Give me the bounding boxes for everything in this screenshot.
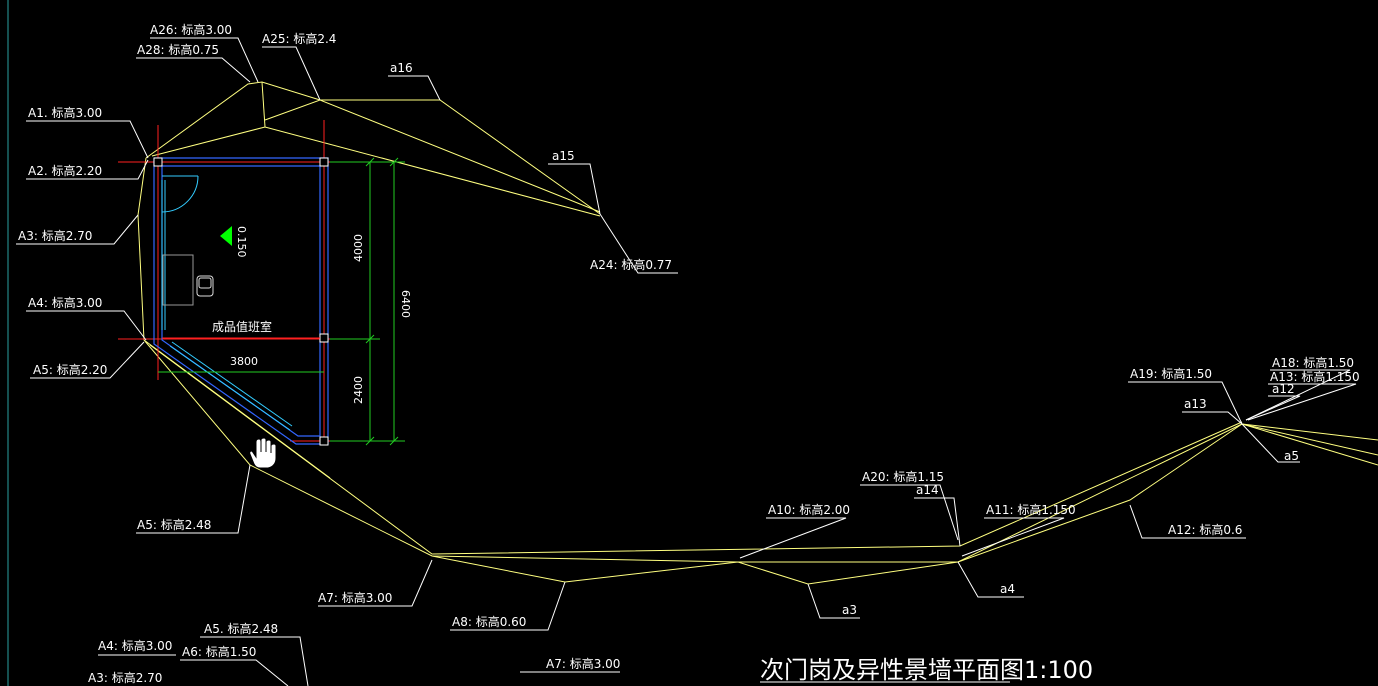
label-a4-small[interactable]: a4 (1000, 582, 1015, 596)
label-a3-lower[interactable]: A3: 标高2.70 (88, 670, 162, 685)
label-a4[interactable]: A4: 标高3.00 (28, 295, 102, 310)
wall-left (137, 157, 147, 341)
door-and-glazing (161, 175, 293, 431)
wall-top-mid (151, 126, 601, 217)
wall-bottom-lower (431, 555, 959, 585)
elevation-labels: A26: 标高3.00 A28: 标高0.75 A25: 标高2.4 a16 A… (18, 22, 1360, 685)
elevation-marker-icon (220, 226, 232, 246)
wall-right-tail-2 (1241, 423, 1378, 466)
label-a5-lower[interactable]: A5. 标高2.48 (204, 621, 278, 636)
label-a4-lower[interactable]: A4: 标高3.00 (98, 638, 172, 653)
label-a5-bottom[interactable]: A5: 标高2.48 (137, 517, 211, 532)
wall-right-tail-1 (1241, 423, 1378, 441)
label-a13-small[interactable]: a13 (1184, 397, 1207, 411)
leader-lines (16, 37, 1357, 686)
wall-bottom-inner (149, 344, 1243, 555)
dim-width: 3800 (230, 355, 258, 368)
label-a20[interactable]: A20: 标高1.15 (862, 469, 944, 484)
label-a14[interactable]: a14 (916, 483, 939, 497)
dim-upper: 4000 (352, 234, 365, 262)
label-a5[interactable]: A5: 标高2.20 (33, 362, 107, 377)
wall-top-outer (145, 81, 601, 215)
label-a15[interactable]: a15 (552, 149, 575, 163)
label-a26[interactable]: A26: 标高3.00 (150, 22, 232, 37)
wall-right-tail-3 (1241, 423, 1378, 456)
label-a10[interactable]: A10: 标高2.00 (768, 502, 850, 517)
label-a5-small[interactable]: a5 (1284, 449, 1299, 463)
label-a6-lower[interactable]: A6: 标高1.50 (182, 644, 256, 659)
label-a11[interactable]: A11: 标高1.150 (986, 502, 1076, 517)
wall-top-inner (264, 99, 601, 213)
label-a1[interactable]: A1. 标高3.00 (28, 105, 102, 120)
axis-lines (118, 120, 340, 445)
room-walls (153, 157, 329, 445)
label-a8[interactable]: A8: 标高0.60 (452, 614, 526, 629)
label-a18[interactable]: A18: 标高1.50 (1272, 355, 1354, 370)
label-a16[interactable]: a16 (390, 61, 413, 75)
dim-lower: 2400 (352, 376, 365, 404)
label-a2[interactable]: A2. 标高2.20 (28, 163, 102, 178)
hand-cursor-icon (249, 437, 277, 469)
label-a24[interactable]: A24: 标高0.77 (590, 257, 672, 272)
label-a25[interactable]: A25: 标高2.4 (262, 31, 336, 46)
chair-icon (196, 275, 214, 297)
wall-diag (143, 339, 331, 479)
desk (162, 254, 194, 306)
guard-room: 成品值班室 0.150 (118, 120, 340, 446)
dimension-lines (158, 157, 405, 446)
label-a12-small[interactable]: a12 (1272, 382, 1295, 396)
dim-total: 6400 (399, 290, 412, 318)
columns (153, 157, 329, 446)
wall-top-tie (261, 81, 266, 128)
label-a12[interactable]: A12: 标高0.6 (1168, 522, 1242, 537)
label-a7[interactable]: A7: 标高3.00 (318, 590, 392, 605)
wall-right-lower (957, 423, 1243, 563)
label-a19[interactable]: A19: 标高1.50 (1130, 366, 1212, 381)
label-a28[interactable]: A28: 标高0.75 (137, 42, 219, 57)
elevation-value: 0.150 (235, 226, 248, 258)
drawing-title: 次门岗及异性景墙平面图1:100 (760, 656, 1093, 684)
label-a3-small[interactable]: a3 (842, 603, 857, 617)
label-a13-elev[interactable]: A13: 标高1.150 (1270, 369, 1360, 384)
label-a7-lower[interactable]: A7: 标高3.00 (546, 656, 620, 671)
room-name: 成品值班室 (212, 319, 272, 334)
label-a3[interactable]: A3: 标高2.70 (18, 228, 92, 243)
wall-bottom-outer (143, 339, 1243, 563)
